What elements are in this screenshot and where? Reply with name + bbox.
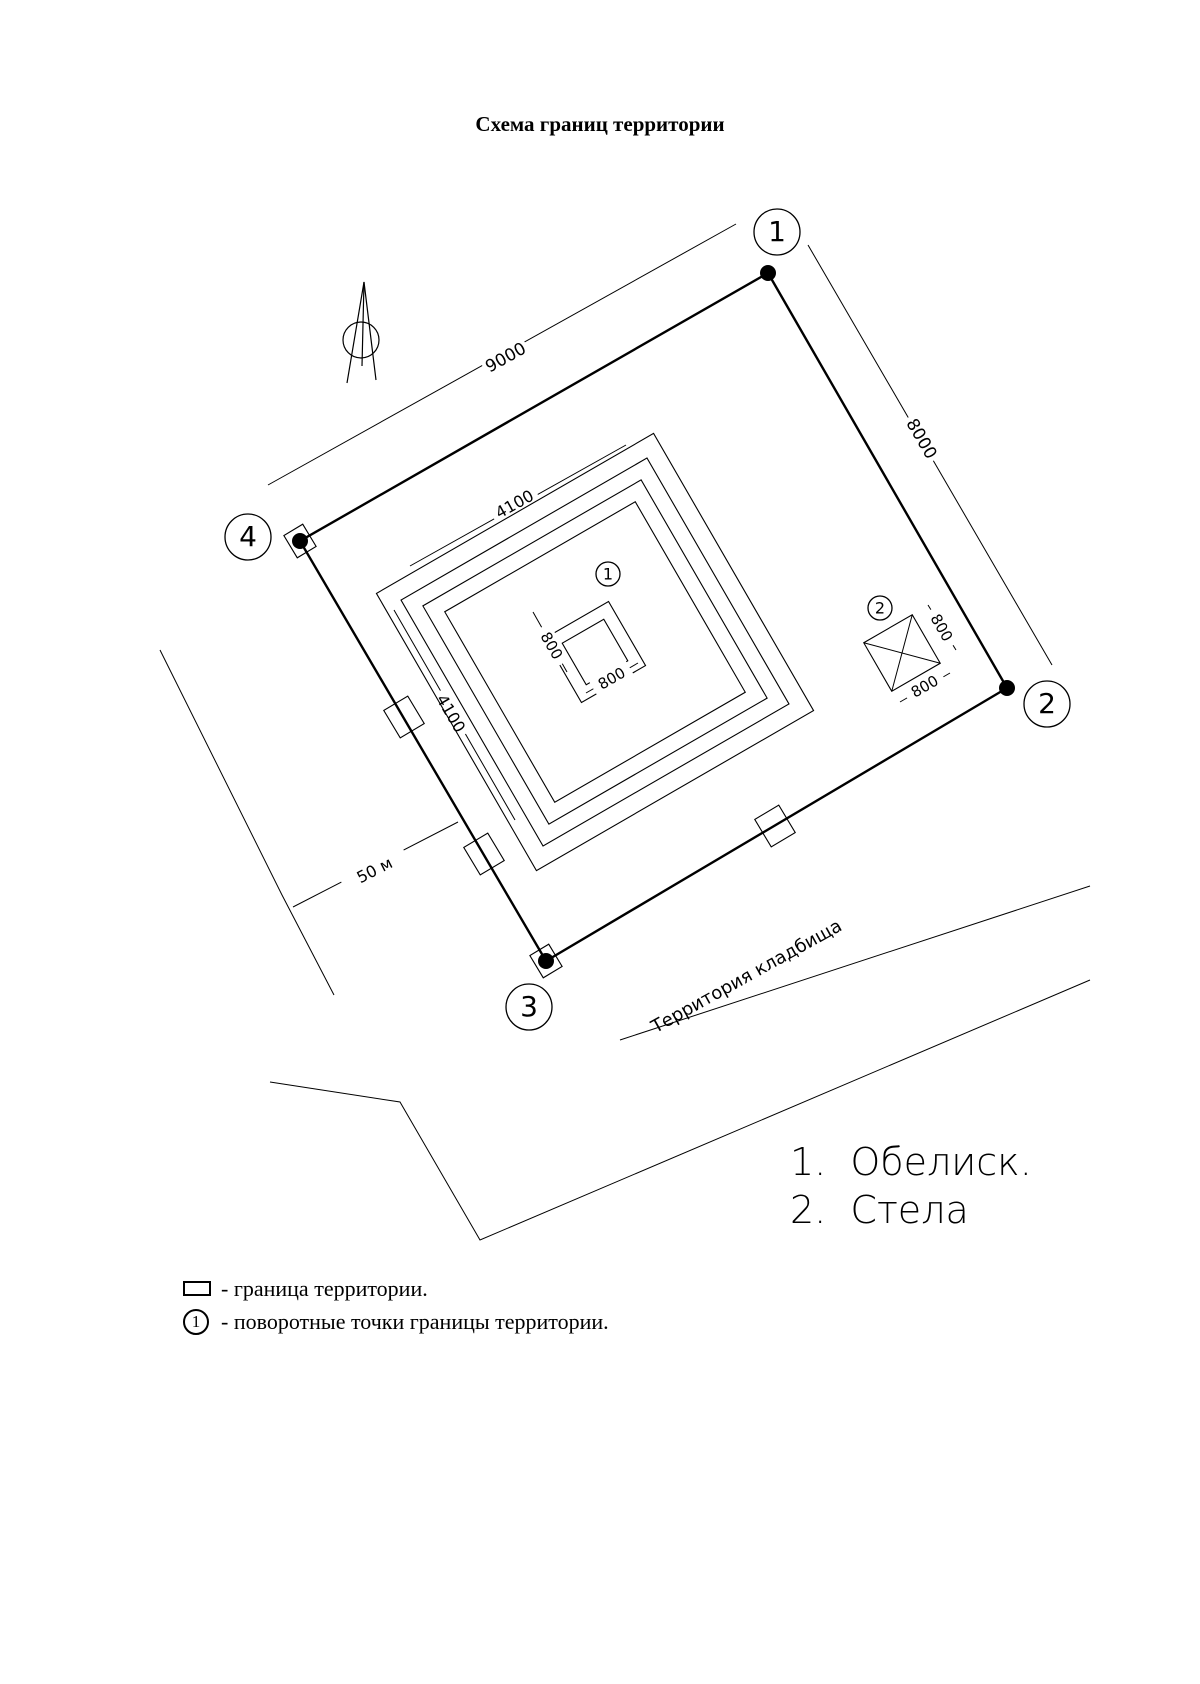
turning-point-1-label: 1 bbox=[768, 215, 786, 248]
turning-point-labels: 1 2 3 4 bbox=[224, 208, 1071, 1031]
dimension-outer-right: 8000 bbox=[807, 244, 1053, 666]
north-arrow-icon bbox=[342, 281, 380, 384]
cemetery-label: Территория кладбища bbox=[647, 915, 846, 1038]
dimension-label: 9000 bbox=[482, 339, 530, 378]
object-list-item-2: 2. Стела bbox=[790, 1188, 969, 1232]
legend-row-boundary: - граница территории. bbox=[183, 1272, 609, 1305]
turning-point-circle-icon: 1 bbox=[183, 1308, 221, 1335]
stela-labels: 2 800 800 bbox=[867, 595, 961, 707]
boundary-rect-icon bbox=[183, 1281, 221, 1296]
object-list-item-1: 1. Обелиск. bbox=[790, 1140, 1032, 1184]
turning-point-4-label: 4 bbox=[239, 520, 257, 553]
turning-point-3-label: 3 bbox=[520, 990, 538, 1023]
boundary-markers bbox=[283, 523, 796, 979]
dimension-outer-top: 9000 9000 bbox=[267, 223, 737, 486]
dimension-inner-left: 4100 bbox=[393, 609, 516, 821]
obelisk-marker: 1 bbox=[603, 565, 613, 584]
legend-boundary-text: - граница территории. bbox=[221, 1275, 428, 1301]
legend-points-text: - поворотные точки границы территории. bbox=[221, 1308, 609, 1334]
dimension-inner-top: 4100 bbox=[409, 444, 627, 567]
page-title: Схема границ территории bbox=[475, 112, 725, 136]
stela bbox=[862, 613, 942, 693]
turning-point-2-label: 2 bbox=[1038, 687, 1056, 720]
turning-point-dots bbox=[292, 265, 1015, 969]
distance-dimension: 50 м bbox=[338, 845, 412, 897]
legend: - граница территории. 1 - поворотные точ… bbox=[183, 1272, 609, 1338]
stela-marker: 2 bbox=[875, 599, 885, 618]
legend-row-points: 1 - поворотные точки границы территории. bbox=[183, 1305, 609, 1338]
object-list: 1. Обелиск. 2. Стела bbox=[790, 1140, 1032, 1232]
obelisk bbox=[375, 432, 815, 872]
